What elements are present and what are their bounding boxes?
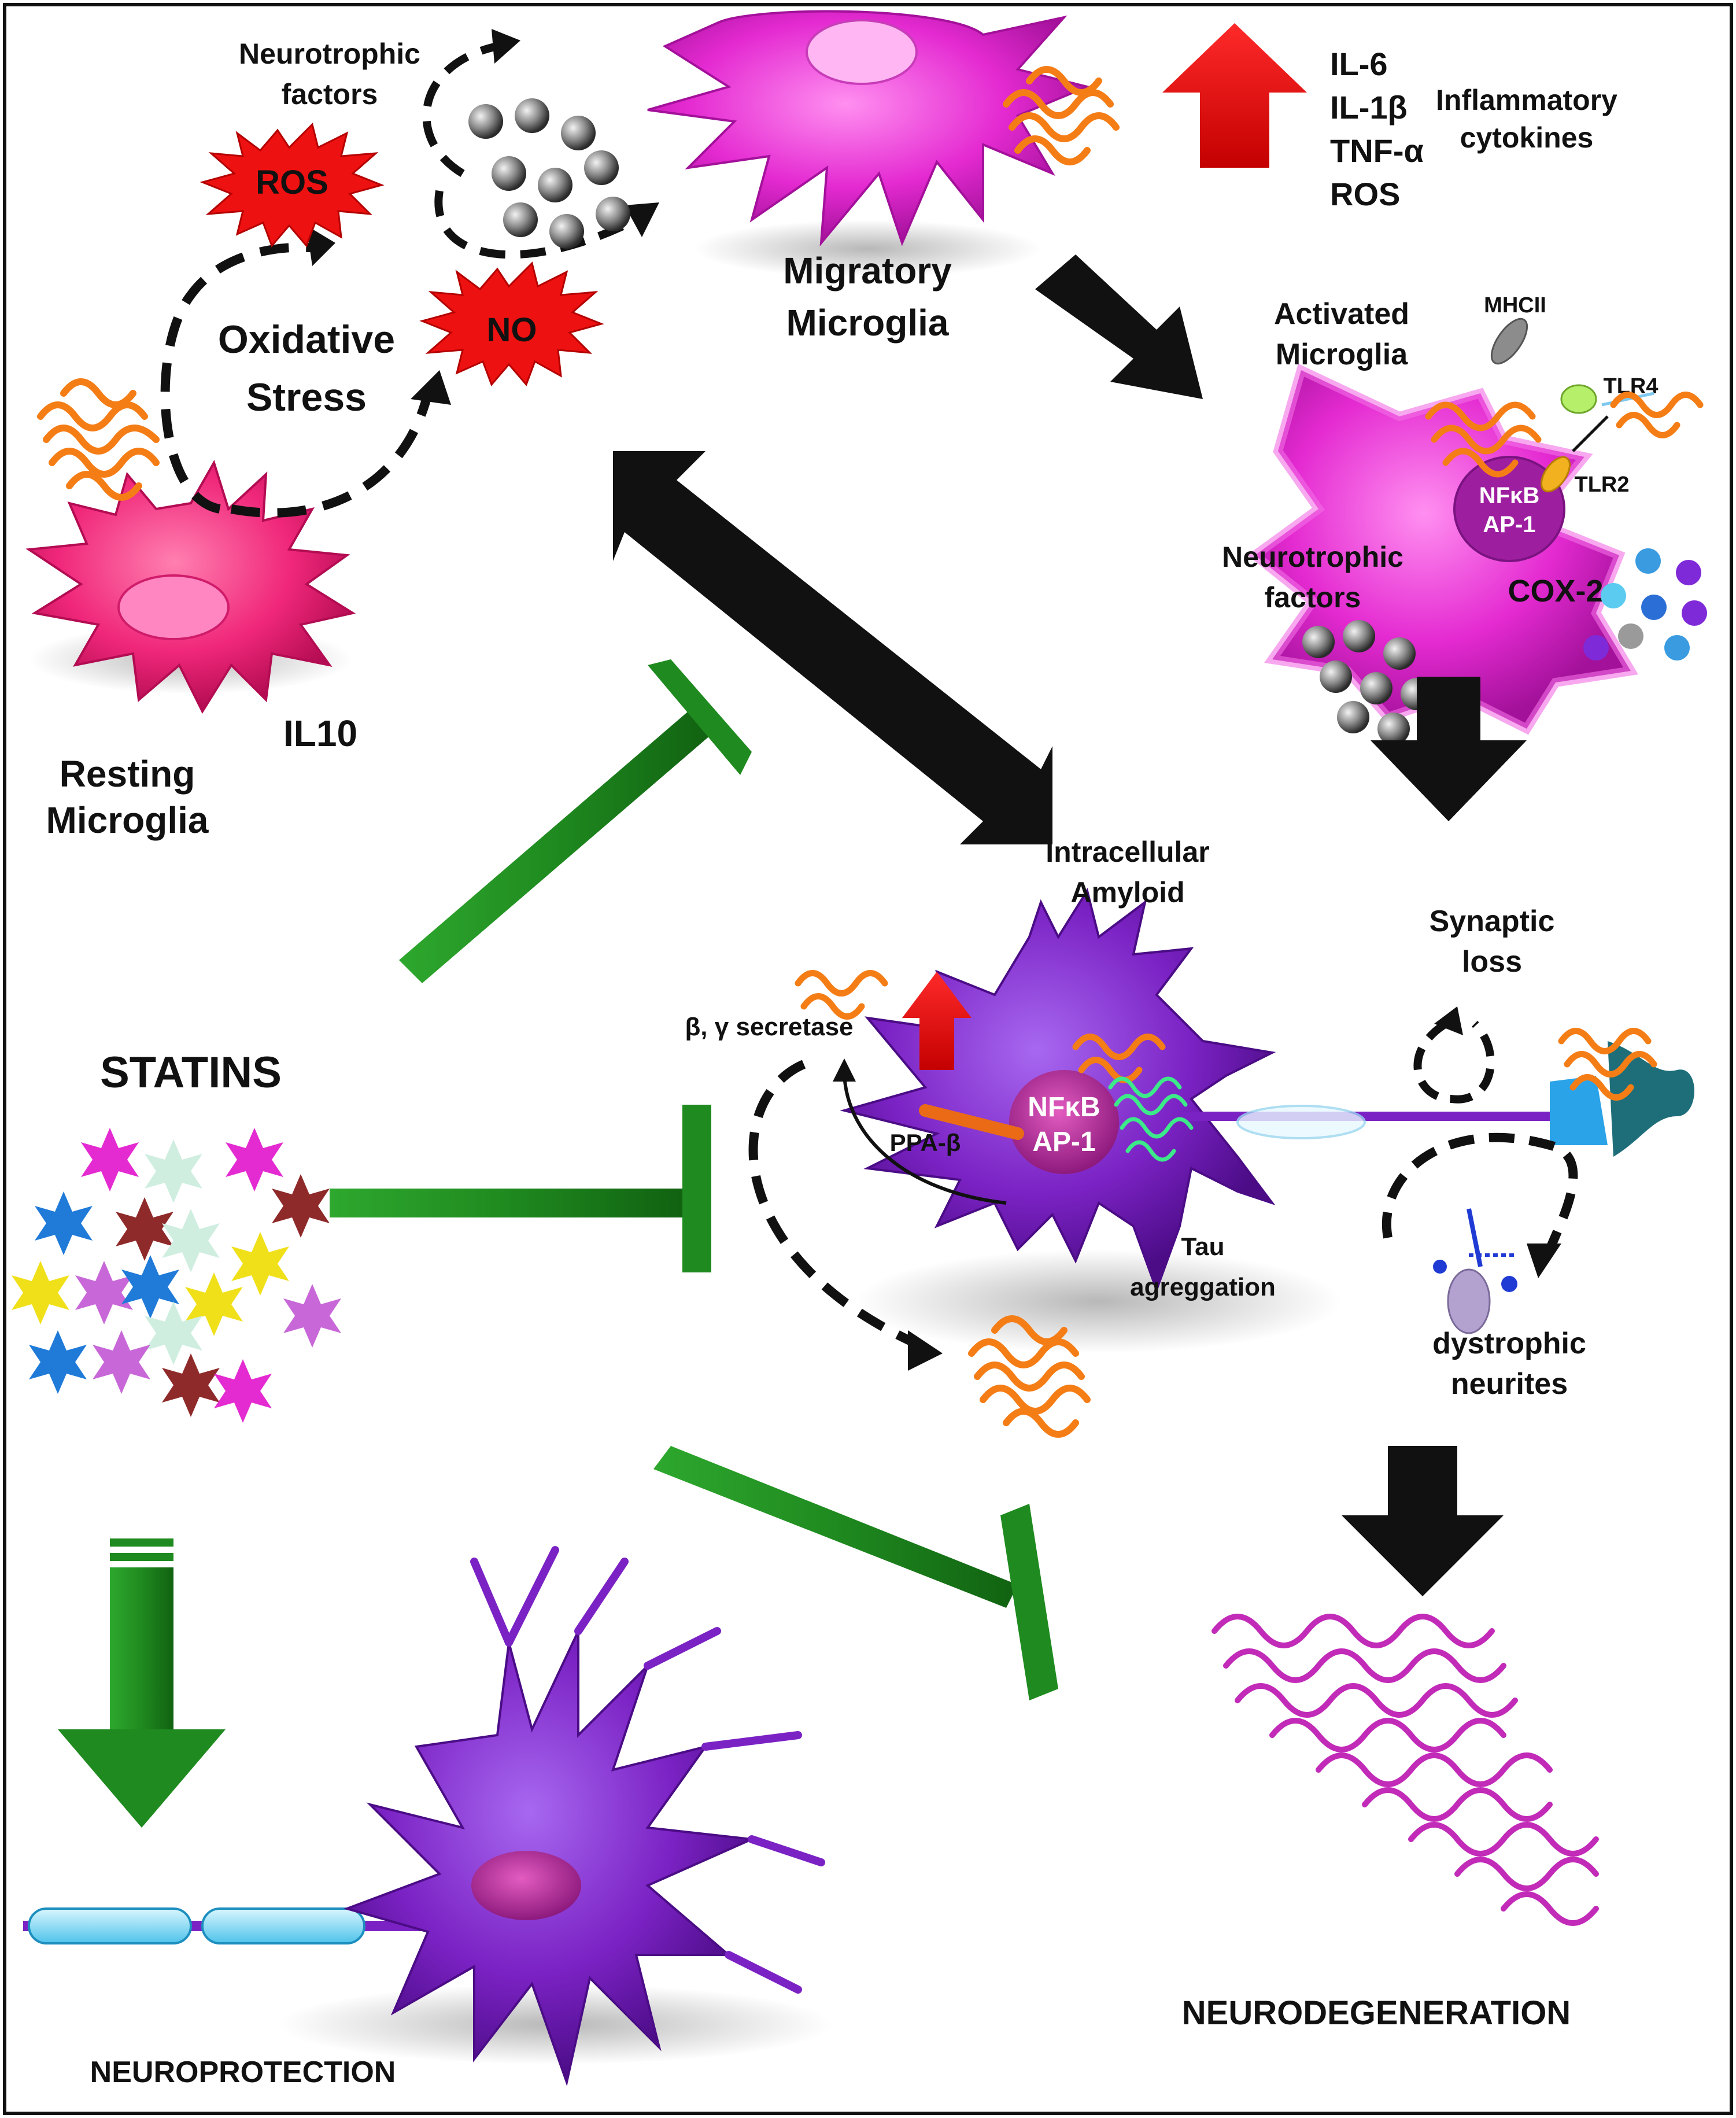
il10-label: IL10 — [283, 713, 357, 754]
synapse-terminal — [1550, 1041, 1694, 1157]
synaptic-label-2: loss — [1462, 945, 1522, 979]
activated-ap1-label: AP-1 — [1483, 512, 1535, 537]
amyloid-cluster-activated — [1425, 392, 1704, 478]
amyloid-cluster-migratory — [1003, 66, 1120, 165]
neurotrophic-top-label-2: factors — [282, 78, 378, 110]
resting-label-2: Microglia — [46, 799, 209, 841]
no-star-label: NO — [487, 311, 537, 349]
tlr2-binding-arrow — [1572, 415, 1609, 452]
neurotrophic-activated-label-1: Neurotrophic — [1222, 541, 1403, 573]
dystrophic-label-1: dystrophic — [1432, 1327, 1586, 1360]
healthy-neuron-cell — [23, 1546, 833, 2087]
amyloid-cluster-extracellular — [968, 1315, 1091, 1438]
secretase-arc-arrowhead — [908, 1330, 943, 1371]
app-cleavage-arrowhead — [833, 1058, 856, 1082]
dystrophic-label-2: neurites — [1451, 1367, 1568, 1401]
cytokine-increase-arrow — [1162, 23, 1307, 168]
migratory-label-1: Migratory — [783, 250, 952, 291]
oxidative-dashed-arc-left — [160, 242, 324, 514]
secretase-label: β, γ secretase — [685, 1013, 853, 1041]
neurotrophic-dashed-arc-top — [422, 42, 498, 177]
double-arrow-oxidative-neuron — [613, 451, 1052, 844]
cox2-label: COX-2 — [1508, 574, 1603, 608]
arrow-to-neurodegeneration — [1342, 1446, 1504, 1596]
oxidative-label-1: Oxidative — [218, 318, 395, 361]
cytokine-item-3: ROS — [1330, 176, 1400, 212]
intracellular-label-2: Amyloid — [1070, 876, 1184, 909]
activated-label-2: Microglia — [1276, 338, 1408, 371]
neuron-nfkb-label: NFκB — [1028, 1092, 1100, 1123]
secretase-dashed-arc — [748, 1060, 928, 1352]
oxidative-arrowhead-top — [306, 226, 335, 266]
resting-label-1: Resting — [60, 753, 195, 795]
tau-tangle — [1108, 1076, 1194, 1162]
inflammatory-label-2: cytokines — [1460, 121, 1594, 154]
synaptic-loss-cycle — [1413, 1020, 1495, 1104]
tlr4-receptor-icon — [1560, 384, 1597, 414]
neurotrophic-dashed-arc-bottom — [434, 190, 638, 259]
tlr2-label: TLR2 — [1575, 473, 1630, 497]
cytokine-item-2: TNF-α — [1330, 132, 1424, 169]
amyloid-cluster-intracellular — [795, 970, 1166, 1083]
intracellular-label-1: Intracellular — [1046, 836, 1209, 868]
inhibitor-statins-neuron — [330, 1105, 711, 1272]
neurotrophic-activated-label-2: factors — [1265, 581, 1361, 614]
neurotrophic-top-label-1: Neurotrophic — [239, 38, 420, 70]
neurotrophic-arrowhead-top — [492, 29, 520, 64]
ros-star-label: ROS — [256, 164, 328, 201]
app-cleavage-line — [843, 1069, 1007, 1205]
oxidative-label-2: Stress — [246, 375, 367, 419]
myelin-sheath — [1236, 1105, 1366, 1139]
tau-label-1: Tau — [1181, 1233, 1225, 1261]
neurotrophic-arrowhead-bottom — [625, 202, 659, 237]
dystrophic-arc-arrowhead — [1527, 1244, 1561, 1278]
ros-star — [200, 123, 385, 248]
activated-label-1: Activated — [1274, 297, 1409, 331]
mhcii-receptor-icon — [1490, 318, 1528, 365]
statin-molecules — [12, 1128, 341, 1423]
neuron-ap1-label: AP-1 — [1032, 1127, 1095, 1157]
cytokine-item-0: IL-6 — [1330, 46, 1388, 82]
resting-microglia-cell — [25, 460, 356, 714]
ppa-fragment — [919, 1104, 1024, 1140]
amyloid-cluster-synapse — [1558, 1028, 1657, 1101]
secretase-increase-arrow — [902, 972, 972, 1070]
arrow-activated-down — [1371, 677, 1527, 821]
tlr4-binding-line — [1601, 392, 1654, 407]
arrow-migratory-to-activated — [1035, 254, 1203, 399]
tlr2-receptor-icon — [1541, 456, 1571, 493]
inhibitor-statins-microglia — [399, 659, 752, 983]
neurodegeneration-label: NEURODEGENERATION — [1182, 1994, 1571, 2032]
no-star — [419, 261, 604, 386]
tau-label-2: agreggation — [1130, 1273, 1276, 1301]
neurodegeneration-tangle — [1211, 1614, 1599, 1926]
synaptic-label-1: Synaptic — [1430, 905, 1555, 938]
amyloid-cluster-resting — [37, 378, 160, 501]
neurotrophic-granules-activated — [1302, 620, 1433, 745]
dystrophic-dashed-arc — [1382, 1132, 1578, 1251]
statins-label: STATINS — [100, 1048, 282, 1097]
migratory-microglia-cell — [647, 10, 1091, 278]
cox2-granules — [1583, 548, 1707, 661]
migratory-label-2: Microglia — [786, 302, 949, 344]
inhibitor-statins-neurodegeneration — [653, 1446, 1058, 1700]
activated-nfkb-label: NFκB — [1479, 483, 1540, 508]
central-neuron-cell — [840, 887, 1342, 1353]
inflammatory-label-1: Inflammatory — [1436, 84, 1617, 116]
neuroprotection-label: NEUROPROTECTION — [90, 2056, 396, 2089]
dystrophic-neurite-icon — [1433, 1208, 1517, 1334]
mhcii-label: MHCII — [1484, 293, 1546, 318]
neurotrophic-granules-top — [468, 98, 630, 249]
cytokine-item-1: IL-1β — [1330, 89, 1408, 126]
synaptic-loss-arrowhead — [1434, 1006, 1463, 1035]
oxidative-arrowhead-right — [411, 370, 451, 405]
arrow-to-neuroprotection — [58, 1538, 226, 1828]
figure-frame — [3, 3, 1733, 2115]
ppa-label: PPA-β — [890, 1129, 961, 1156]
